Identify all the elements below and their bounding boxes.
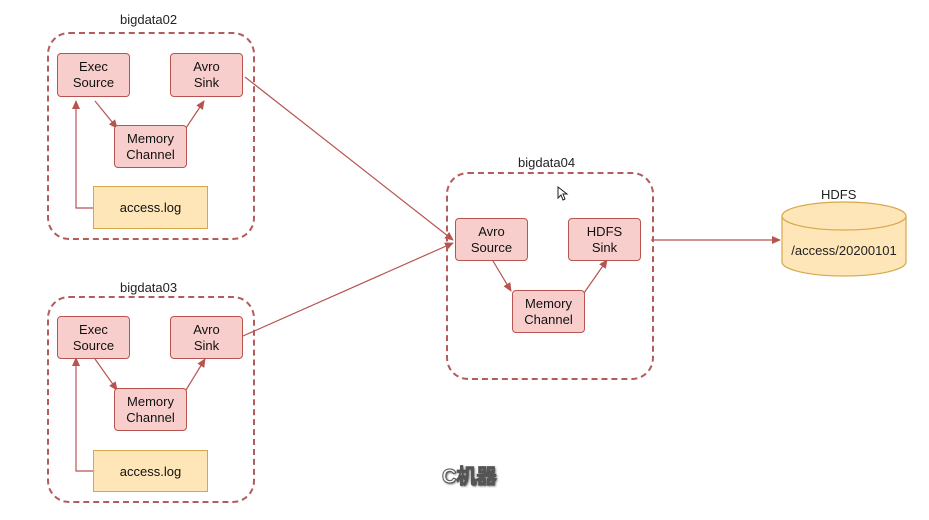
node-line: Sink: [193, 75, 220, 90]
access-log-file[interactable]: access.log: [93, 450, 208, 492]
edge-channel-to-sink-02: [185, 100, 205, 129]
node-line: Source: [72, 337, 115, 353]
node-line: Exec: [79, 321, 108, 337]
node-line: HDFS: [586, 223, 623, 239]
edge-sink03-to-source04: [242, 242, 454, 337]
edge-log-to-exec-03: [72, 357, 93, 472]
node-line: Avro: [478, 223, 505, 239]
edge-source-to-channel-04: [492, 260, 512, 292]
node-line: Exec: [79, 59, 108, 74]
group-bigdata04: [446, 172, 654, 380]
access-log-file[interactable]: access.log: [93, 186, 208, 229]
node-line: Avro: [193, 59, 220, 74]
hdfs-path[interactable]: /access/20200101: [791, 243, 897, 258]
edge-exec-to-channel-02: [94, 100, 118, 129]
group-title-bigdata04: bigdata04: [518, 155, 576, 170]
node-line: Channel: [126, 409, 175, 425]
group-bigdata03: [47, 296, 255, 503]
video-caption: C机器: [441, 466, 497, 489]
group-bigdata02: [47, 32, 255, 240]
edge-exec-to-channel-03: [94, 358, 118, 391]
node-line: Sink: [193, 337, 220, 353]
node-line: Memory: [525, 295, 572, 311]
edge-sink02-to-source04: [244, 76, 454, 241]
node-line: Source: [72, 75, 115, 90]
node-line: Channel: [126, 146, 175, 162]
node-line: Sink: [591, 239, 618, 255]
edge-log-to-exec-02: [72, 100, 93, 209]
node-line: Memory: [127, 393, 174, 409]
mouse-cursor-icon: [557, 186, 569, 201]
node-line: Memory: [127, 130, 174, 146]
edge-channel-to-sink-03: [185, 358, 206, 391]
hdfs-cylinder: [781, 201, 907, 277]
group-title-bigdata03: bigdata03: [120, 280, 178, 295]
node-line: Avro: [193, 321, 220, 337]
node-line: Channel: [524, 311, 573, 327]
node-line: Source: [470, 239, 513, 255]
hdfs-title: HDFS: [821, 187, 857, 202]
group-title-bigdata02: bigdata02: [120, 12, 178, 27]
edge-channel-to-sink-04: [583, 259, 608, 294]
